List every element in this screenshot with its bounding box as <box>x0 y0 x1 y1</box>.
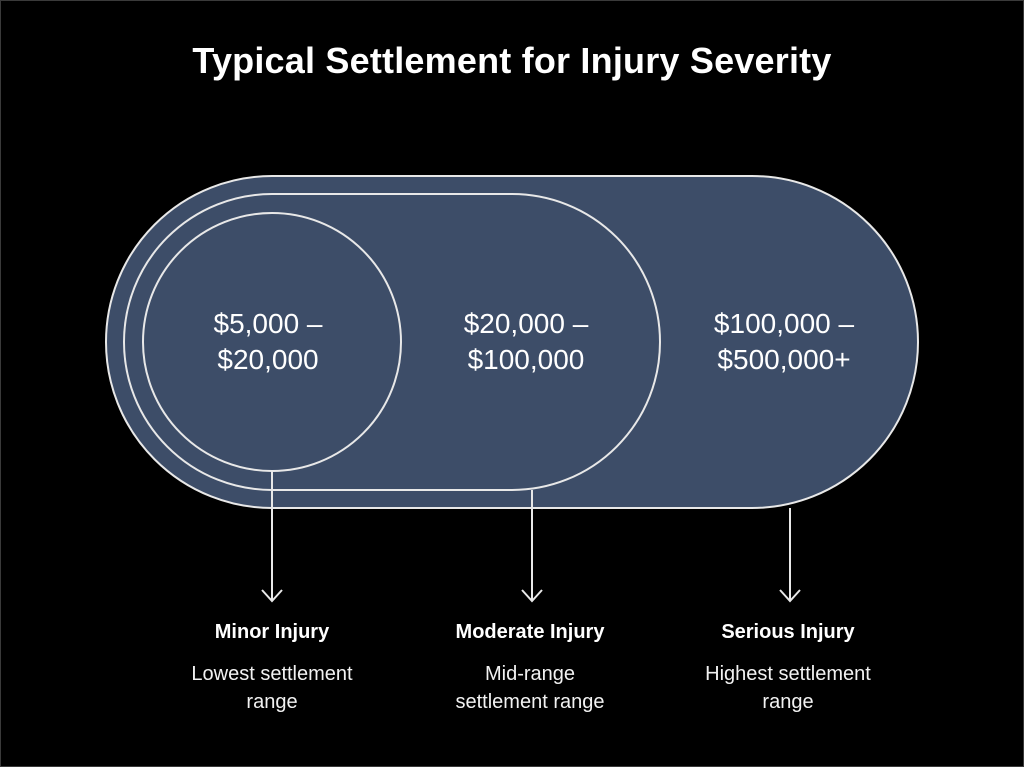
moderate-desc-line2: settlement range <box>455 691 605 713</box>
serious-range-line1: $100,000 – <box>713 308 855 339</box>
serious-range-line2: $500,000+ <box>717 344 851 375</box>
minor-range-line2: $20,000 <box>217 344 319 375</box>
moderate-injury-caption: Moderate Injury Mid-range settlement ran… <box>410 621 650 716</box>
moderate-injury-arrow <box>521 490 543 603</box>
moderate-range-line2: $100,000 <box>467 344 585 375</box>
moderate-injury-range: $20,000 – $100,000 <box>426 306 626 378</box>
minor-desc-line1: Lowest settlement <box>191 663 353 685</box>
serious-injury-name: Serious Injury <box>721 621 855 643</box>
minor-desc-line2: range <box>246 691 298 713</box>
moderate-injury-description: Mid-range settlement range <box>410 660 650 716</box>
minor-injury-arrow <box>261 471 283 603</box>
minor-injury-range: $5,000 – $20,000 <box>168 306 368 378</box>
serious-injury-description: Highest settlement range <box>668 660 908 716</box>
minor-injury-description: Lowest settlement range <box>152 660 392 716</box>
minor-range-line1: $5,000 – <box>213 308 323 339</box>
serious-injury-arrow <box>779 508 801 603</box>
serious-desc-line2: range <box>762 691 814 713</box>
minor-injury-caption: Minor Injury Lowest settlement range <box>152 621 392 716</box>
diagram-title: Typical Settlement for Injury Severity <box>192 40 832 81</box>
serious-injury-caption: Serious Injury Highest settlement range <box>668 621 908 716</box>
minor-injury-name: Minor Injury <box>214 621 330 643</box>
moderate-injury-name: Moderate Injury <box>455 621 605 643</box>
serious-injury-range: $100,000 – $500,000+ <box>684 306 884 378</box>
moderate-range-line1: $20,000 – <box>463 308 589 339</box>
moderate-desc-line1: Mid-range <box>484 663 576 685</box>
serious-desc-line1: Highest settlement <box>705 663 871 685</box>
